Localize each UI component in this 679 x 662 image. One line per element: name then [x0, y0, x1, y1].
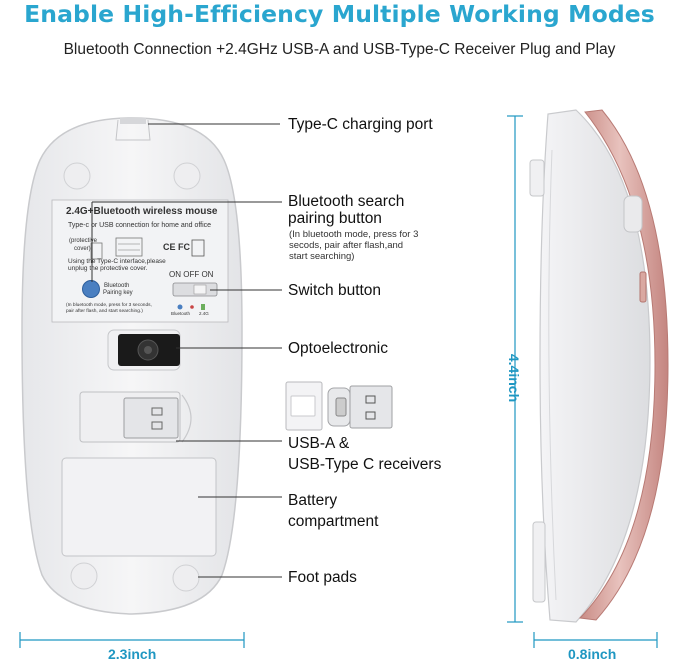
label-bluetooth-button-line1: Bluetooth search — [288, 193, 405, 210]
foot-pad-bottom-left — [70, 562, 98, 590]
sticker-using-line1: Using the Type-C interface,please — [68, 258, 166, 265]
mode-bluetooth-label: Bluetooth — [171, 311, 191, 316]
pairing-label-line2: Pairing key — [103, 290, 133, 296]
label-bluetooth-button-line2: pairing button — [288, 210, 382, 227]
label-foot-pads: Foot pads — [288, 569, 357, 586]
dimension-lines — [19, 115, 658, 648]
battery-compartment — [61, 457, 217, 557]
page-subtitle: Bluetooth Connection +2.4GHz USB-A and U… — [63, 41, 616, 58]
foot-pad-top-right — [173, 162, 201, 190]
receivers-illustration — [285, 381, 393, 431]
label-charging-port: Type-C charging port — [288, 116, 433, 133]
label-switch-button: Switch button — [288, 282, 382, 299]
sticker-protective: (protective — [69, 238, 98, 244]
switch-labels: ON OFF ON — [169, 270, 214, 279]
sticker-heading: 2.4G+Bluetooth wireless mouse — [66, 206, 218, 217]
small-note-line2: pair after flash, and start searching.) — [66, 309, 143, 314]
page-title: Enable High-Efficiency Multiple Working … — [24, 0, 655, 28]
small-note-line1: (In bluetooth mode, press for 3 seconds, — [66, 303, 152, 308]
bluetooth-icon — [177, 304, 183, 310]
product-sticker — [51, 199, 229, 323]
mouse-side-view — [529, 109, 669, 623]
bluetooth-note-line3: start searching) — [289, 251, 355, 262]
battery-icon — [201, 304, 205, 310]
label-receivers-line1: USB-A & — [288, 435, 350, 452]
foot-pad-bottom-right — [172, 564, 200, 592]
bluetooth-note-line2: secods, pair after flash,and — [289, 240, 404, 251]
mode-24g-label: 2.4G — [199, 311, 209, 316]
label-optoelectronic: Optoelectronic — [288, 340, 388, 357]
dimension-width: 2.3inch — [108, 646, 157, 662]
label-receivers-line2: USB-Type C receivers — [288, 456, 442, 473]
callout-lines — [91, 123, 282, 578]
pairing-label-line1: Bluetooth — [104, 283, 130, 289]
mouse-bottom-view — [21, 117, 243, 615]
bluetooth-note-line1: (In bluetooth mode, press for 3 — [289, 229, 419, 240]
dimension-height: 4.4inch — [506, 353, 522, 403]
sticker-line1: Type-c or USB connection for home and of… — [68, 222, 212, 229]
sticker-cover: cover) — [74, 246, 91, 252]
sticker-using-line2: unplug the protective cover. — [68, 265, 148, 272]
dimension-depth: 0.8inch — [568, 646, 617, 662]
label-battery-line2: compartment — [288, 513, 379, 530]
label-battery-line1: Battery — [288, 492, 338, 509]
cert-marks: CE FC — [163, 242, 190, 252]
usb-a-receiver-in-slot — [123, 397, 179, 439]
indicator-led — [190, 305, 194, 309]
bluetooth-pairing-button[interactable] — [82, 280, 100, 298]
foot-pad-top-left — [63, 162, 91, 190]
